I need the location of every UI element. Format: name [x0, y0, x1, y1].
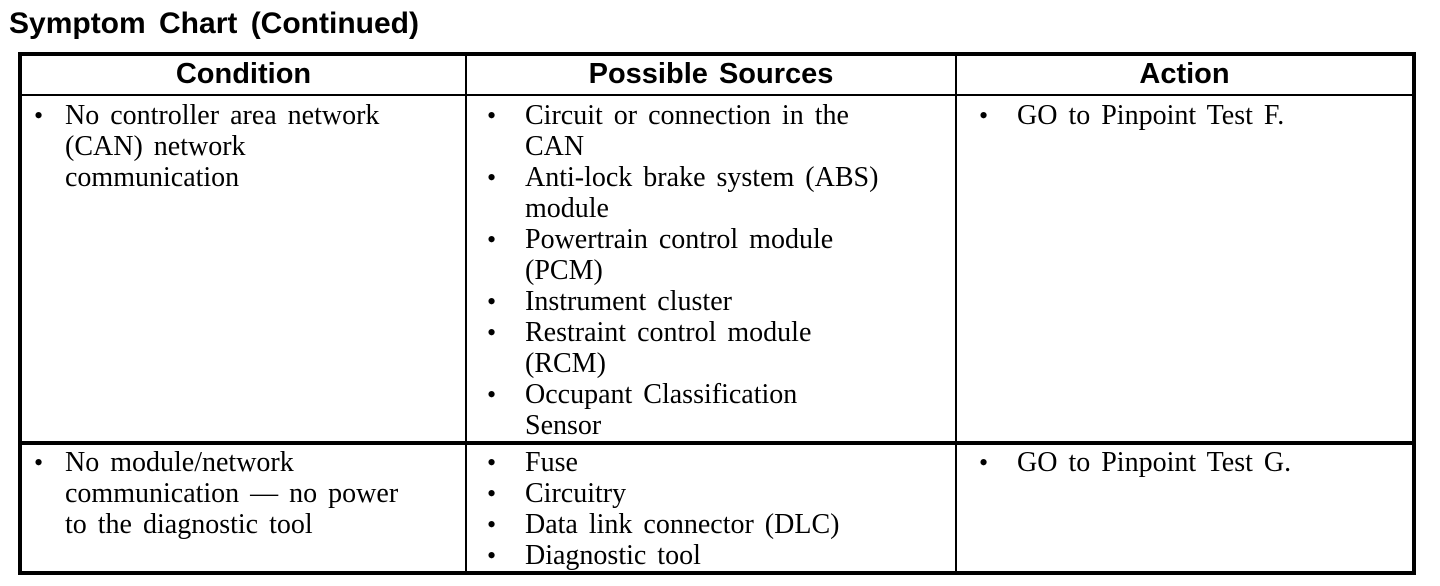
list-item: • Circuit or connection in the CAN — [487, 100, 947, 162]
list-item: • Data link connector (DLC) — [487, 509, 947, 540]
condition-text: No module/network communication — no pow… — [65, 447, 399, 540]
list-item: • GO to Pinpoint Test G. — [979, 447, 1404, 478]
source-text: Occupant Classification Sensor — [525, 379, 798, 441]
list-item: • Diagnostic tool — [487, 540, 947, 571]
action-text: GO to Pinpoint Test G. — [1017, 447, 1292, 478]
list-item: • No module/network communication — no p… — [34, 447, 455, 540]
bullet-icon: • — [487, 101, 497, 130]
bullet-icon: • — [487, 448, 497, 477]
bullet-icon: • — [487, 225, 497, 254]
bullet-icon: • — [487, 380, 497, 409]
bullet-icon: • — [487, 163, 497, 192]
bullet-icon: • — [979, 101, 989, 130]
source-text: Anti-lock brake system (ABS) module — [525, 162, 879, 224]
table-header-row: Condition Possible Sources Action — [22, 56, 1412, 96]
source-text: Instrument cluster — [525, 286, 732, 317]
source-text: Circuitry — [525, 478, 627, 509]
condition-cell: • No controller area network (CAN) netwo… — [22, 96, 467, 441]
list-item: • Powertrain control module (PCM) — [487, 224, 947, 286]
condition-cell: • No module/network communication — no p… — [22, 445, 467, 571]
possible-sources-cell: • Circuit or connection in the CAN • Ant… — [467, 96, 957, 441]
list-item: • Instrument cluster — [487, 286, 947, 317]
symptom-chart-table: Condition Possible Sources Action • No c… — [18, 52, 1416, 575]
bullet-icon: • — [487, 318, 497, 347]
bullet-icon: • — [34, 448, 44, 477]
bullet-icon: • — [487, 510, 497, 539]
list-item: • Restraint control module (RCM) — [487, 317, 947, 379]
possible-sources-cell: • Fuse • Circuitry • Data link connector… — [467, 445, 957, 571]
source-text: Restraint control module (RCM) — [525, 317, 812, 379]
list-item: • No controller area network (CAN) netwo… — [34, 100, 455, 193]
source-text: Data link connector (DLC) — [525, 509, 840, 540]
bullet-icon: • — [487, 541, 497, 570]
source-text: Powertrain control module (PCM) — [525, 224, 834, 286]
source-text: Circuit or connection in the CAN — [525, 100, 849, 162]
source-text: Fuse — [525, 447, 578, 478]
condition-text: No controller area network (CAN) network… — [65, 100, 380, 193]
list-item: • Anti-lock brake system (ABS) module — [487, 162, 947, 224]
table-row: • No controller area network (CAN) netwo… — [22, 96, 1412, 445]
list-item: • Fuse — [487, 447, 947, 478]
bullet-icon: • — [487, 287, 497, 316]
list-item: • Circuitry — [487, 478, 947, 509]
list-item: • Occupant Classification Sensor — [487, 379, 947, 441]
bullet-icon: • — [979, 448, 989, 477]
action-cell: • GO to Pinpoint Test G. — [957, 445, 1412, 571]
column-header-possible-sources: Possible Sources — [467, 56, 957, 94]
column-header-action: Action — [1139, 58, 1230, 90]
list-item: • GO to Pinpoint Test F. — [979, 100, 1404, 131]
column-header-condition: Condition — [22, 56, 467, 94]
action-cell: • GO to Pinpoint Test F. — [957, 96, 1412, 441]
source-text: Diagnostic tool — [525, 540, 701, 571]
page-title: Symptom Chart (Continued) — [9, 7, 419, 40]
bullet-icon: • — [487, 479, 497, 508]
table-row: • No module/network communication — no p… — [22, 445, 1412, 571]
action-text: GO to Pinpoint Test F. — [1017, 100, 1285, 131]
bullet-icon: • — [34, 101, 44, 130]
